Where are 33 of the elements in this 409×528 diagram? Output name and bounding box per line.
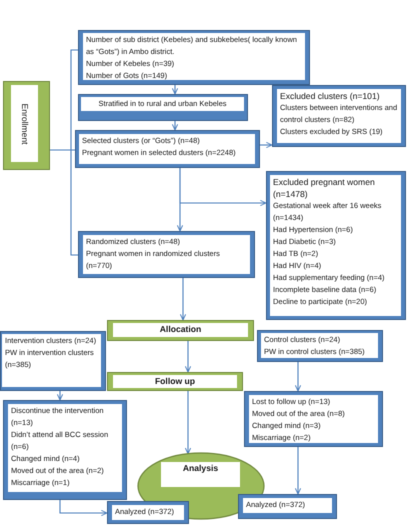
arrow (294, 362, 302, 392)
process-box (107, 501, 189, 524)
process-box (78, 231, 255, 278)
node-heading: Excluded pregnant women (n=1478) (273, 176, 376, 200)
process-box (244, 391, 383, 447)
phase-box (107, 320, 254, 341)
phase-box (107, 372, 243, 391)
arrow (179, 168, 266, 206)
arrow (294, 447, 302, 494)
arrow (180, 278, 186, 320)
phase-box (3, 81, 50, 170)
process-box (0, 331, 106, 391)
arrow (56, 391, 64, 400)
arrow (260, 142, 272, 148)
arrow (184, 391, 192, 454)
process-box (75, 130, 260, 168)
phase-label: Analysis (161, 462, 240, 487)
process-box (272, 85, 406, 147)
process-box (257, 330, 383, 362)
process-box (78, 94, 248, 121)
process-box (3, 400, 127, 500)
process-box (266, 171, 406, 320)
arrow (172, 121, 178, 130)
connector-line (50, 149, 78, 256)
arrow (172, 85, 178, 94)
phase-label: Follow up (154, 375, 196, 387)
arrow (184, 341, 192, 372)
arrow (59, 500, 108, 516)
process-box (238, 494, 337, 519)
phase-label: Enrollment (20, 102, 30, 144)
phase-label: Allocation (158, 323, 202, 335)
process-box (78, 30, 310, 85)
node-heading: Excluded clusters (n=101) (280, 90, 381, 102)
